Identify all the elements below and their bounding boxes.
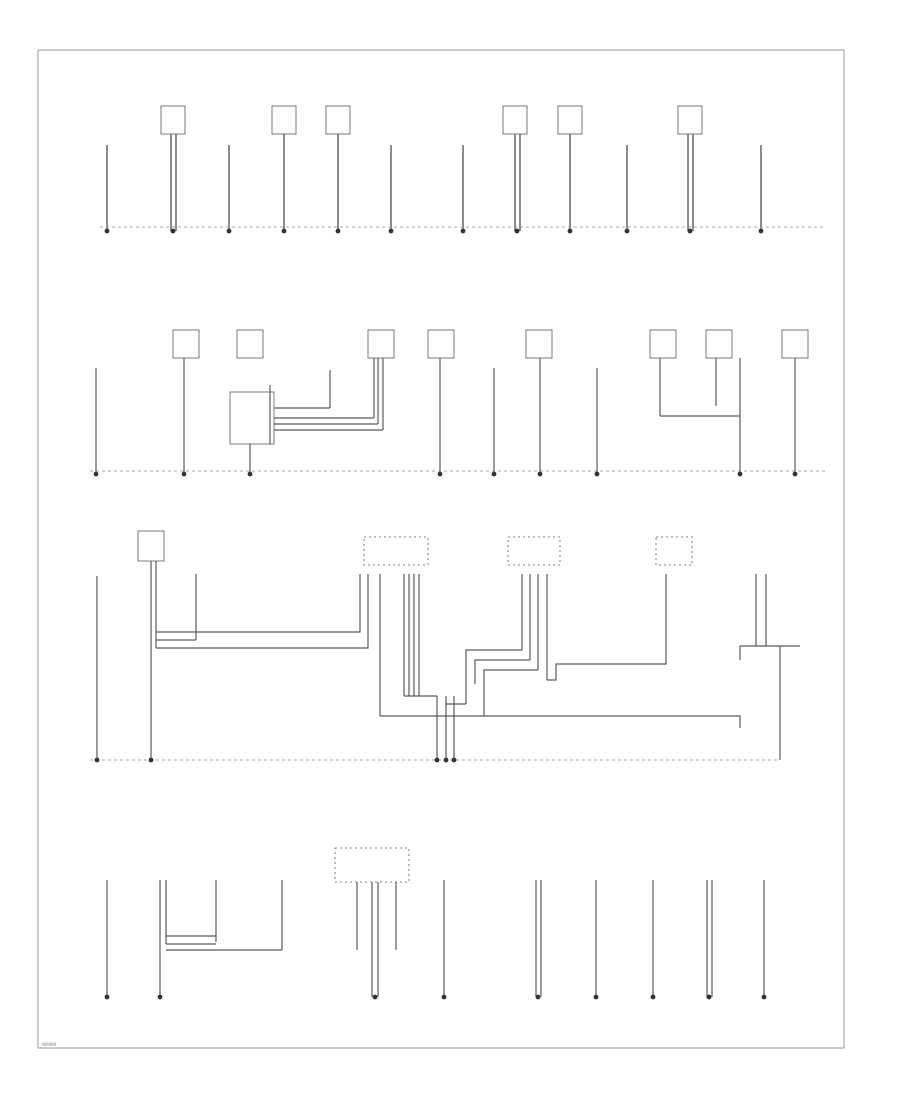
component-box bbox=[427, 329, 455, 359]
component-box bbox=[655, 536, 693, 566]
component-box bbox=[677, 105, 703, 135]
component-box bbox=[507, 536, 561, 566]
component-box bbox=[363, 536, 429, 566]
component-box bbox=[172, 329, 200, 359]
row-4-ground-group bbox=[104, 847, 767, 1000]
splice-dots bbox=[104, 994, 767, 1000]
splice-dots bbox=[94, 757, 457, 763]
diagram-footer-code: W0000 bbox=[42, 1042, 57, 1047]
splice-dots bbox=[93, 471, 798, 477]
row-2-ground-group bbox=[90, 329, 826, 477]
component-box bbox=[160, 105, 186, 135]
component-box bbox=[557, 105, 583, 135]
component-box bbox=[367, 329, 395, 359]
component-box bbox=[705, 329, 733, 359]
row-3-ground-group bbox=[90, 530, 800, 763]
component-box bbox=[502, 105, 528, 135]
component-box bbox=[271, 105, 297, 135]
component-box bbox=[649, 329, 677, 359]
row-1-ground-group bbox=[100, 105, 826, 234]
component-box bbox=[334, 847, 410, 883]
diagram-frame bbox=[37, 49, 845, 1049]
splice-dots bbox=[104, 228, 764, 234]
component-box bbox=[525, 329, 553, 359]
component-box bbox=[137, 530, 165, 562]
module-box bbox=[229, 391, 275, 445]
component-box bbox=[325, 105, 351, 135]
component-box bbox=[781, 329, 809, 359]
component-box bbox=[236, 329, 264, 359]
